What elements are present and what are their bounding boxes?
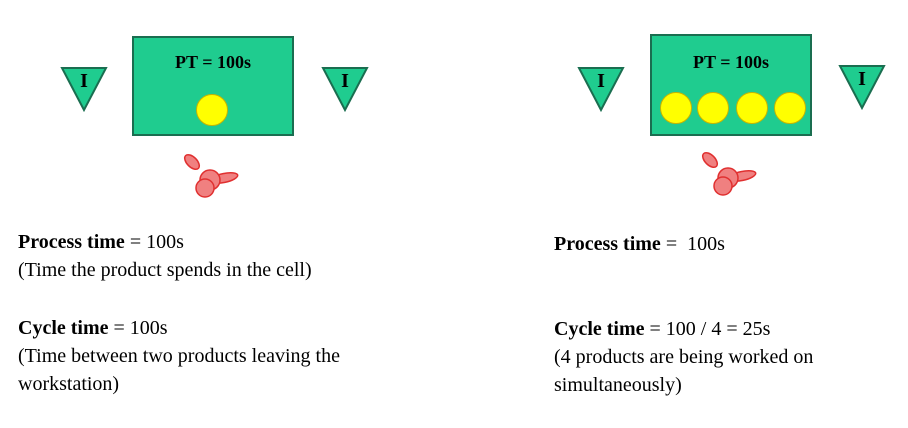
process-time-value: = 100s bbox=[124, 231, 184, 253]
process-time-label: Process time bbox=[554, 233, 661, 255]
cycle-time-note-line-1: (4 products are being worked on bbox=[554, 346, 814, 368]
inventory-icon bbox=[577, 67, 625, 113]
product-circle bbox=[697, 92, 729, 124]
process-time-note: (Time the product spends in the cell) bbox=[18, 259, 312, 281]
cycle-time-note-line-2: workstation) bbox=[18, 373, 120, 395]
left-text-block: Process time = 100s (Time the product sp… bbox=[18, 228, 438, 398]
inventory-icon bbox=[321, 67, 369, 113]
operator-icon bbox=[701, 151, 757, 196]
product-circle bbox=[774, 92, 806, 124]
cycle-time-label: Cycle time bbox=[554, 318, 645, 340]
inventory-triangle-right-1: I bbox=[577, 66, 625, 113]
inventory-label: I bbox=[858, 68, 866, 90]
inventory-triangle-left-1: I bbox=[60, 66, 108, 113]
workstation-cell-right: PT = 100s bbox=[650, 34, 812, 136]
operator-icon bbox=[183, 153, 239, 198]
product-circle bbox=[736, 92, 768, 124]
cycle-time-value: = 100 / 4 = 25s bbox=[644, 318, 771, 340]
inventory-icon bbox=[60, 67, 108, 113]
inventory-label: I bbox=[341, 70, 349, 92]
cycle-time-note-line-2: simultaneously) bbox=[554, 374, 682, 396]
cycle-time-label: Cycle time bbox=[18, 317, 109, 339]
product-circle bbox=[660, 92, 692, 124]
inventory-label: I bbox=[80, 70, 88, 92]
process-time-label: Process time bbox=[18, 231, 125, 253]
workstation-cell-left: PT = 100s bbox=[132, 36, 294, 136]
inventory-label: I bbox=[597, 70, 605, 92]
inventory-triangle-right-2: I bbox=[838, 64, 886, 111]
process-time-value: = 100s bbox=[660, 233, 725, 255]
right-text-block: Process time = 100s Cycle time = 100 / 4… bbox=[554, 230, 904, 399]
inventory-triangle-left-2: I bbox=[321, 66, 369, 113]
inventory-icon bbox=[838, 65, 886, 111]
cycle-time-value: = 100s bbox=[108, 317, 168, 339]
cell-process-time-label: PT = 100s bbox=[693, 52, 769, 72]
product-circle bbox=[196, 94, 228, 126]
cell-process-time-label: PT = 100s bbox=[175, 52, 251, 72]
cycle-time-note-line-1: (Time between two products leaving the bbox=[18, 345, 340, 367]
